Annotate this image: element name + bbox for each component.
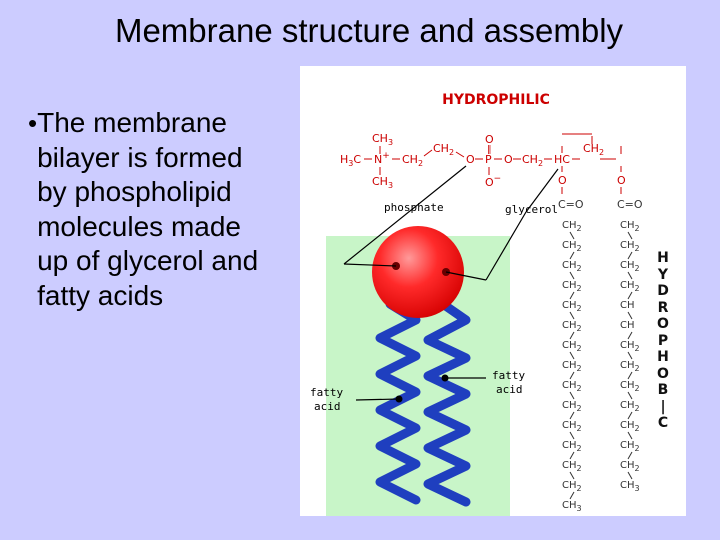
svg-text:CH3: CH3: [372, 132, 393, 147]
chain-bond: [627, 391, 633, 400]
hydrophilic-label: HYDROPHILIC: [442, 92, 550, 108]
svg-text:O: O: [617, 174, 626, 187]
chain-group: CH2: [620, 460, 640, 473]
chain-group: CH2: [562, 340, 582, 353]
svg-text:HC: HC: [554, 153, 570, 166]
chain-bond: [569, 471, 575, 480]
slide-title: Membrane structure and assembly: [114, 12, 624, 49]
fatty-acid-label-left-1: fatty: [310, 386, 343, 399]
chain-bond: [627, 371, 633, 380]
chain-group: CH2: [562, 280, 582, 293]
svg-text:P: P: [485, 153, 492, 166]
svg-text:O: O: [485, 133, 494, 146]
chain-bond: [627, 331, 633, 340]
chain-group: CH2: [562, 460, 582, 473]
chain-bond: [627, 411, 633, 420]
chain-bond: [569, 491, 575, 500]
chain-group: CH2: [562, 440, 582, 453]
chain-group: CH2: [562, 400, 582, 413]
phospholipid-head: [372, 226, 464, 318]
chain-group: CH3: [562, 500, 582, 513]
svg-text:O−: O−: [485, 174, 501, 189]
chain-bond: [627, 311, 633, 320]
bullet-item: • The membrane bilayer is formed by phos…: [28, 106, 268, 313]
svg-text:CH3: CH3: [372, 175, 393, 190]
chain-group: CH2: [620, 380, 640, 393]
bullet-text: The membrane bilayer is formed by phosph…: [37, 107, 259, 311]
chain-bond: [569, 311, 575, 320]
bullet-dot-icon: •: [28, 108, 38, 138]
chain-bond: [627, 231, 633, 240]
chain-group: CH2: [620, 220, 640, 233]
chain-group: CH2: [620, 440, 640, 453]
chain-group: CH2: [620, 240, 640, 253]
chain-group: CH2: [562, 260, 582, 273]
chain-bond: [627, 291, 633, 300]
chain-group: CH2: [562, 240, 582, 253]
fatty-acid-label-right-2: acid: [496, 383, 523, 396]
chain-bond: [569, 431, 575, 440]
chain-bond: [569, 391, 575, 400]
chain-group: CH2: [620, 420, 640, 433]
svg-text:O: O: [466, 153, 475, 166]
chain-bond: [569, 331, 575, 340]
fatty-acid-label-right-1: fatty: [492, 369, 525, 382]
svg-text:CH2: CH2: [402, 153, 423, 168]
chain-bond: [627, 431, 633, 440]
chain-bond: [569, 371, 575, 380]
chain-group: CH: [620, 300, 635, 311]
chain-bond: [627, 451, 633, 460]
fatty-acid-dot-1: [395, 395, 403, 403]
chain-bond: [569, 351, 575, 360]
chain-group: CH2: [562, 360, 582, 373]
phosphate-label: phosphate: [384, 201, 444, 214]
chain-group: CH3: [620, 480, 640, 493]
chain-group: CH2: [562, 480, 582, 493]
chain-bond: [569, 271, 575, 280]
chain-group: CH2: [562, 420, 582, 433]
svg-text:‖: ‖: [487, 145, 492, 155]
svg-text:N+: N+: [374, 151, 390, 166]
phospholipid-diagram: HYDROPHILIC CH3 H3C N+ CH2 CH2 CH3 O P O…: [300, 66, 686, 516]
chain-bond: [569, 251, 575, 260]
svg-text:CH2: CH2: [583, 142, 604, 157]
chain-bond: [627, 271, 633, 280]
fatty-acid-dot-2: [441, 374, 449, 382]
chain-group: CH2: [562, 220, 582, 233]
hydrophobic-label: H Y D R O P H O B | C: [657, 250, 669, 431]
phospholipid-svg: HYDROPHILIC CH3 H3C N+ CH2 CH2 CH3 O P O…: [310, 92, 643, 516]
chain-group: CH2: [562, 380, 582, 393]
chain-bond: [627, 471, 633, 480]
chain-group: CH: [620, 320, 635, 331]
svg-text:C=O: C=O: [617, 198, 643, 211]
fatty-acid-label-left-2: acid: [314, 400, 341, 413]
chain-group: CH2: [620, 260, 640, 273]
chain-group: CH2: [620, 400, 640, 413]
chain-bond: [627, 251, 633, 260]
pointer-lines: [343, 165, 559, 401]
chain-group: CH2: [620, 360, 640, 373]
chain-group: CH2: [562, 320, 582, 333]
chain-bond: [569, 411, 575, 420]
fatty-acid-tail-2: [423, 297, 471, 507]
chain-group: CH2: [620, 280, 640, 293]
svg-text:CH2: CH2: [522, 153, 543, 168]
head-formula: CH3 H3C N+ CH2 CH2 CH3 O P O ‖ O− O CH2 …: [340, 132, 643, 211]
fatty-acid-chain-1: CH2CH2CH2CH2CH2CH2CH2CH2CH2CH2CH2CH2CH2C…: [562, 220, 582, 513]
svg-text:O: O: [504, 153, 513, 166]
chain-group: CH2: [562, 300, 582, 313]
svg-text:CH2: CH2: [433, 142, 454, 157]
chain-bond: [569, 291, 575, 300]
chain-bond: [569, 231, 575, 240]
svg-text:H3C: H3C: [340, 153, 361, 168]
glycerol-label: glycerol: [505, 203, 558, 216]
bullet-list: • The membrane bilayer is formed by phos…: [28, 106, 268, 313]
chain-bond: [627, 351, 633, 360]
chain-group: CH2: [620, 340, 640, 353]
svg-text:C=O: C=O: [558, 198, 584, 211]
svg-text:O: O: [558, 174, 567, 187]
chain-bond: [569, 451, 575, 460]
